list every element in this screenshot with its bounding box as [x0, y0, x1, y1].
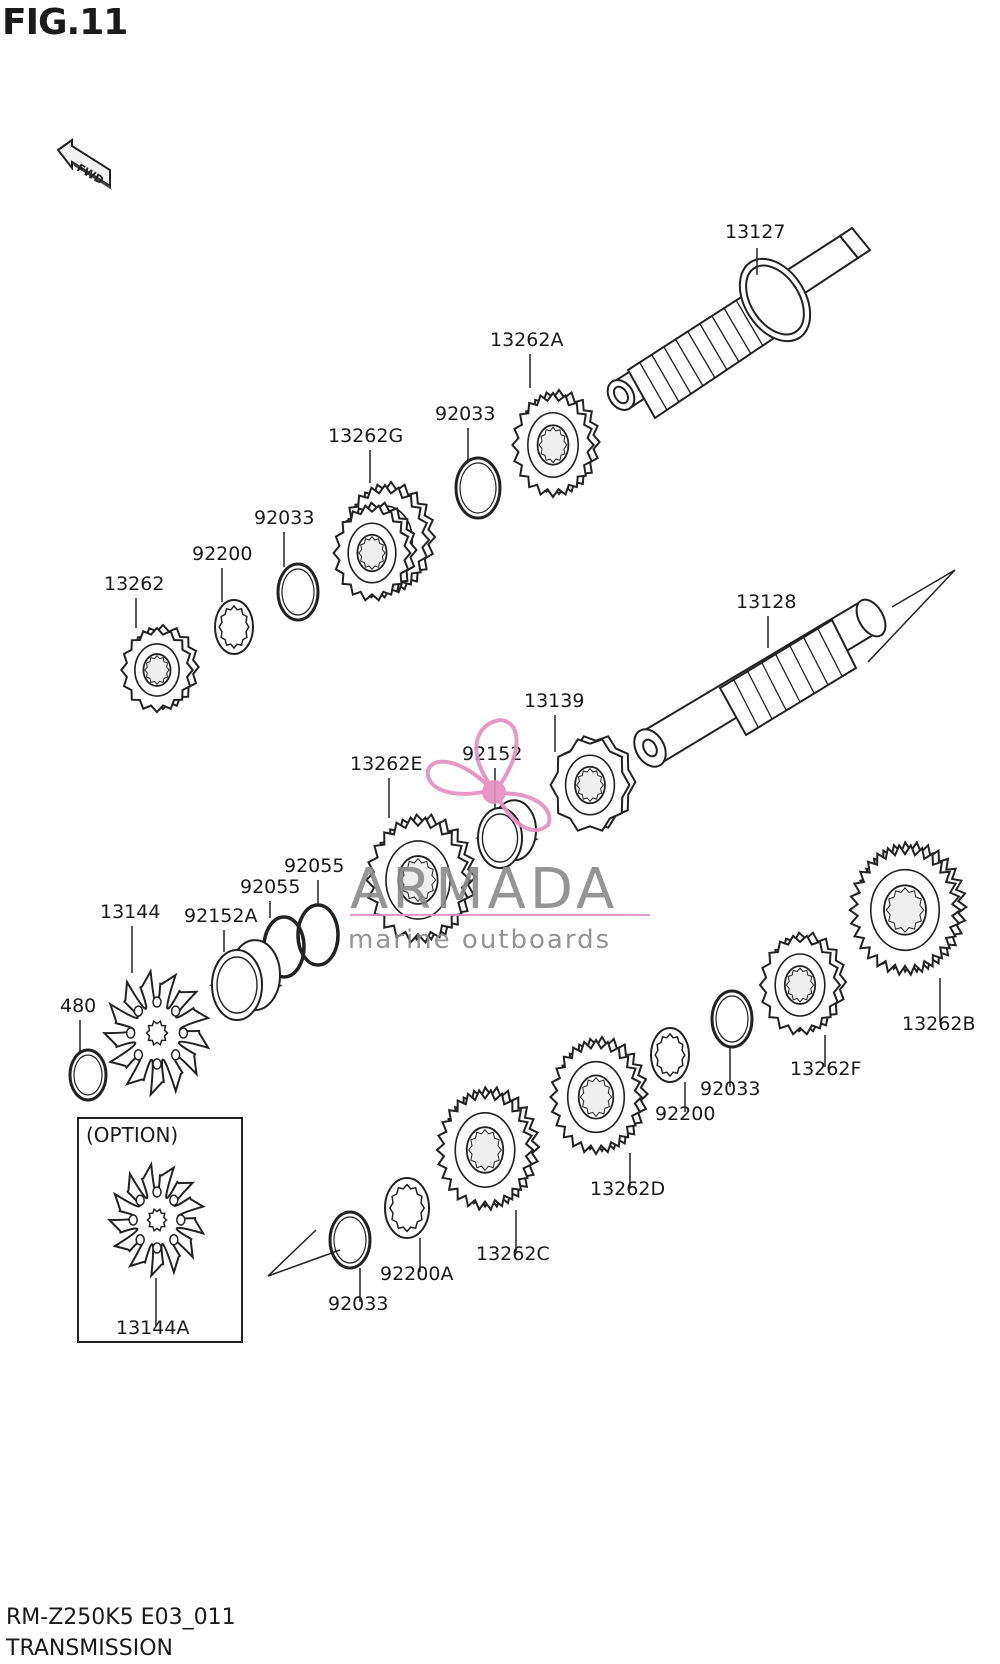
part-number-label[interactable]: 92055	[240, 876, 300, 898]
circlip-92033-lower-left	[328, 1210, 372, 1270]
part-number-label[interactable]: 13127	[725, 221, 785, 243]
sprocket-13144	[101, 968, 211, 1098]
option-box	[77, 1117, 243, 1343]
model-code: RM-Z250K5 E03_011	[6, 1605, 236, 1630]
fwd-arrow-icon: FWD	[56, 138, 112, 190]
gear-13262E	[364, 812, 478, 945]
part-number-label[interactable]: 13262A	[490, 329, 563, 351]
gear-13262D	[548, 1035, 650, 1156]
part-number-label[interactable]: 92033	[700, 1078, 760, 1100]
watermark-tagline: marine outboards	[348, 925, 611, 955]
spline-washer-92200-lower	[650, 1027, 690, 1083]
part-number-label[interactable]: 13262E	[350, 753, 422, 775]
figure-title: FIG.11	[2, 2, 128, 43]
circlip-480	[68, 1048, 108, 1102]
part-number-label[interactable]: 13128	[736, 591, 796, 613]
gear-13139	[549, 735, 637, 832]
part-number-label[interactable]: 92152A	[184, 905, 257, 927]
option-label: (OPTION)	[86, 1123, 178, 1147]
part-number-label[interactable]: 480	[60, 995, 96, 1017]
bushing-92152	[475, 799, 539, 869]
part-number-label[interactable]: 13144A	[116, 1317, 189, 1339]
bushing-92152A	[209, 939, 283, 1021]
gear-13262	[120, 623, 200, 714]
gear-13262A	[511, 388, 601, 499]
armada-watermark: ARMADA marine outboards	[348, 717, 650, 955]
gear-13262F	[758, 931, 848, 1036]
part-number-label[interactable]: 92055	[284, 855, 344, 877]
part-number-label[interactable]: 13262D	[590, 1178, 665, 1200]
part-label-layer: 1312713262A9203313262G920339220013262131…	[60, 221, 975, 1339]
section-name: TRANSMISSION	[6, 1636, 173, 1661]
part-number-label[interactable]: 92200A	[380, 1263, 453, 1285]
circlip-92033-second	[276, 562, 320, 622]
part-number-label[interactable]: 13262G	[328, 425, 403, 447]
spline-washer-92200A	[384, 1177, 430, 1239]
gear-13262B	[848, 840, 969, 977]
sprocket-13144A	[107, 1161, 206, 1279]
part-number-label[interactable]: 13262B	[902, 1013, 975, 1035]
part-number-label[interactable]: 92033	[328, 1293, 388, 1315]
watermark-brand: ARMADA	[350, 857, 618, 922]
part-number-label[interactable]: 13262F	[790, 1058, 861, 1080]
driveshaft-13128	[633, 569, 956, 768]
circlip-92033-upper	[454, 456, 502, 520]
gear-13262C	[435, 1085, 541, 1212]
gear-13262G-front	[332, 501, 418, 602]
part-number-label[interactable]: 92033	[435, 403, 495, 425]
part-number-label[interactable]: 13262	[104, 573, 164, 595]
part-number-label[interactable]: 13262C	[476, 1243, 550, 1265]
part-number-label[interactable]: 92200	[192, 543, 252, 565]
part-number-label[interactable]: 13144	[100, 901, 160, 923]
countershaft-13127	[606, 226, 872, 420]
circlip-92033-lower-right	[710, 989, 754, 1049]
part-number-label[interactable]: 92200	[655, 1103, 715, 1125]
spline-washer-92200-upper	[214, 599, 254, 655]
part-number-label[interactable]: 92033	[254, 507, 314, 529]
gear-layer	[68, 388, 969, 1279]
part-number-label[interactable]: 13139	[524, 690, 584, 712]
propeller-logo-icon	[425, 717, 552, 833]
